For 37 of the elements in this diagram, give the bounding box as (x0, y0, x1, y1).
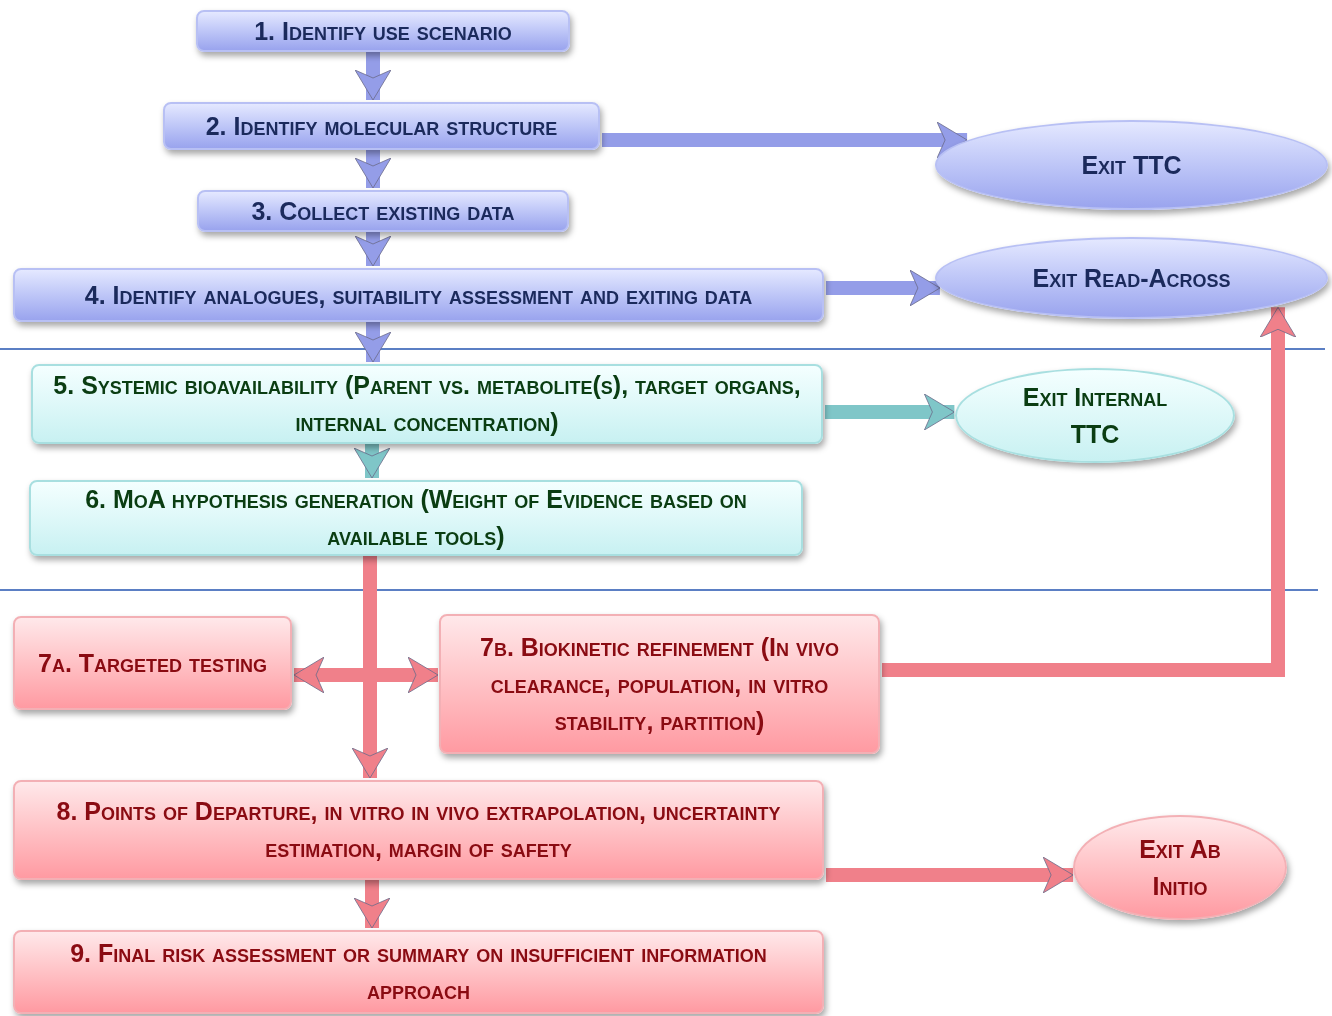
block-arrow (826, 856, 1074, 894)
process-box (163, 102, 600, 150)
step-label: 1. Identify use scenario (254, 15, 512, 47)
process-box (31, 364, 823, 444)
step-label: 5. Systemic bioavailability (Parent vs. metabolite(s), target organs, internal concentration) (52, 370, 802, 438)
step-label: 2. Identify molecular structure (205, 110, 558, 142)
block-arrow (354, 232, 392, 267)
block-arrow (826, 269, 941, 307)
exit-label: Exit Ab Initio (1138, 833, 1222, 902)
exit-label: Exit Read-Across (1032, 262, 1231, 294)
step-label: 8. Points of Departure, in vitro in vivo extrapolation, uncertainty estimation, margin of safety (55, 796, 782, 864)
process-box (13, 930, 824, 1014)
process-box (13, 268, 824, 322)
block-arrow (353, 880, 391, 929)
block-arrow (354, 150, 392, 189)
block-arrow (293, 656, 439, 694)
process-box (196, 10, 570, 52)
step-label: 4. Identify analogues, suitability assessment and exiting data (84, 279, 753, 311)
block-arrow (825, 393, 955, 431)
step-label: 3. Collect existing data (251, 195, 515, 227)
block-arrow (882, 306, 1297, 677)
block-arrow (354, 52, 392, 101)
process-box (29, 480, 803, 556)
process-box (439, 614, 880, 754)
block-arrow (351, 556, 389, 779)
exit-label: Exit Internal TTC (1021, 381, 1169, 450)
process-box (13, 780, 824, 880)
block-arrow (353, 444, 391, 479)
process-box (13, 616, 292, 710)
step-label: 6. MoA hypothesis generation (Weight of Evidence based on available tools) (84, 484, 748, 552)
step-label: 7b. Biokinetic refinement (In vivo clearance, population, in vitro stability, partition) (479, 631, 840, 737)
process-box (197, 190, 569, 232)
block-arrow (354, 322, 392, 363)
step-label: 7a. Targeted testing (38, 647, 267, 679)
step-label: 9. Final risk assessment or summary on insufficient information approach (69, 938, 768, 1006)
block-arrow (602, 121, 968, 159)
exit-label: Exit TTC (1081, 149, 1182, 181)
